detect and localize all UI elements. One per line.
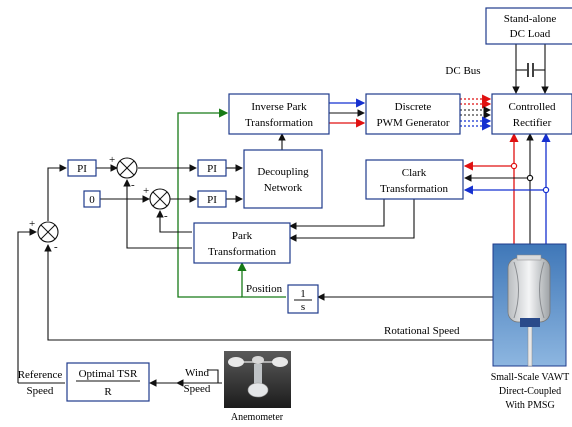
park-line2: Transformation <box>208 246 277 258</box>
controlled-rectifier-block: Controlled Rectifier <box>492 94 572 134</box>
rotational-speed-label: Rotational Speed <box>384 325 460 337</box>
sign-q-plus: + <box>143 185 149 197</box>
vawt-line3: With PMSG <box>505 400 554 411</box>
zero-reference-label: 0 <box>89 194 95 206</box>
pwm-line1: Discrete <box>395 101 432 113</box>
optimal-tsr-block: Optimal TSR R <box>67 363 149 401</box>
standalone-load-line2: DC Load <box>510 28 551 40</box>
position-label: Position <box>246 283 283 295</box>
decoupling-line2: Network <box>264 182 303 194</box>
inverse-park-line1: Inverse Park <box>251 101 307 113</box>
decoupling-network-block: Decoupling Network <box>244 150 322 208</box>
decoupling-line1: Decoupling <box>257 166 309 178</box>
pi-d-block: PI <box>198 160 226 176</box>
inverse-park-block: Inverse Park Transformation <box>229 94 329 134</box>
pi-speed-label: PI <box>77 163 87 175</box>
vawt-line2: Direct-Coupled <box>499 386 561 397</box>
anemometer-label: Anemometer <box>231 412 284 423</box>
sign-ref-plus: + <box>29 218 35 230</box>
park-line1: Park <box>232 230 253 242</box>
sum-speed <box>38 222 58 242</box>
pwm-line2: PWM Generator <box>376 117 449 129</box>
rectifier-line2: Rectifier <box>513 117 552 129</box>
optimal-tsr-denominator: R <box>104 386 112 398</box>
integrator-numerator: 1 <box>300 288 306 300</box>
dc-bus-label: DC Bus <box>445 65 480 77</box>
pi-d-label: PI <box>207 163 217 175</box>
sign-q-minus: - <box>164 210 168 222</box>
zero-reference-block: 0 <box>84 191 100 207</box>
invpark-to-pwm-wiring <box>329 103 364 123</box>
vawt-image <box>493 244 566 366</box>
reference-speed-line1: Reference <box>18 369 63 381</box>
three-phase-wiring <box>465 134 549 244</box>
standalone-dc-load-block: Stand-alone DC Load <box>486 8 572 44</box>
reference-speed-line2: Speed <box>27 385 54 397</box>
wind-speed-line2: Speed <box>184 383 211 395</box>
wind-speed-line1: Wind <box>185 367 209 379</box>
sign-d-minus: - <box>131 179 135 191</box>
pi-q-block: PI <box>198 191 226 207</box>
pi-q-label: PI <box>207 194 217 206</box>
pwm-generator-block: Discrete PWM Generator <box>366 94 460 134</box>
clark-line1: Clark <box>402 167 427 179</box>
dc-bus-wiring <box>516 43 545 93</box>
integrator-block: 1 s <box>288 285 318 313</box>
sign-speed-minus: - <box>54 241 58 253</box>
clark-transformation-block: Clark Transformation <box>366 160 463 199</box>
rectifier-line1: Controlled <box>508 101 556 113</box>
sum-d <box>117 158 137 178</box>
optimal-tsr-numerator: Optimal TSR <box>79 368 138 380</box>
sign-d-plus: + <box>109 154 115 166</box>
integrator-denominator: s <box>301 301 305 313</box>
park-transformation-block: Park Transformation <box>194 223 290 263</box>
clark-line2: Transformation <box>380 183 449 195</box>
anemometer-image <box>224 351 291 408</box>
inverse-park-line2: Transformation <box>245 117 314 129</box>
pwm-to-rectifier-wiring <box>460 99 490 126</box>
standalone-load-line1: Stand-alone <box>504 13 557 25</box>
sum-q <box>150 189 170 209</box>
vawt-line1: Small-Scale VAWT <box>491 372 570 383</box>
pi-speed-block: PI <box>68 160 96 176</box>
